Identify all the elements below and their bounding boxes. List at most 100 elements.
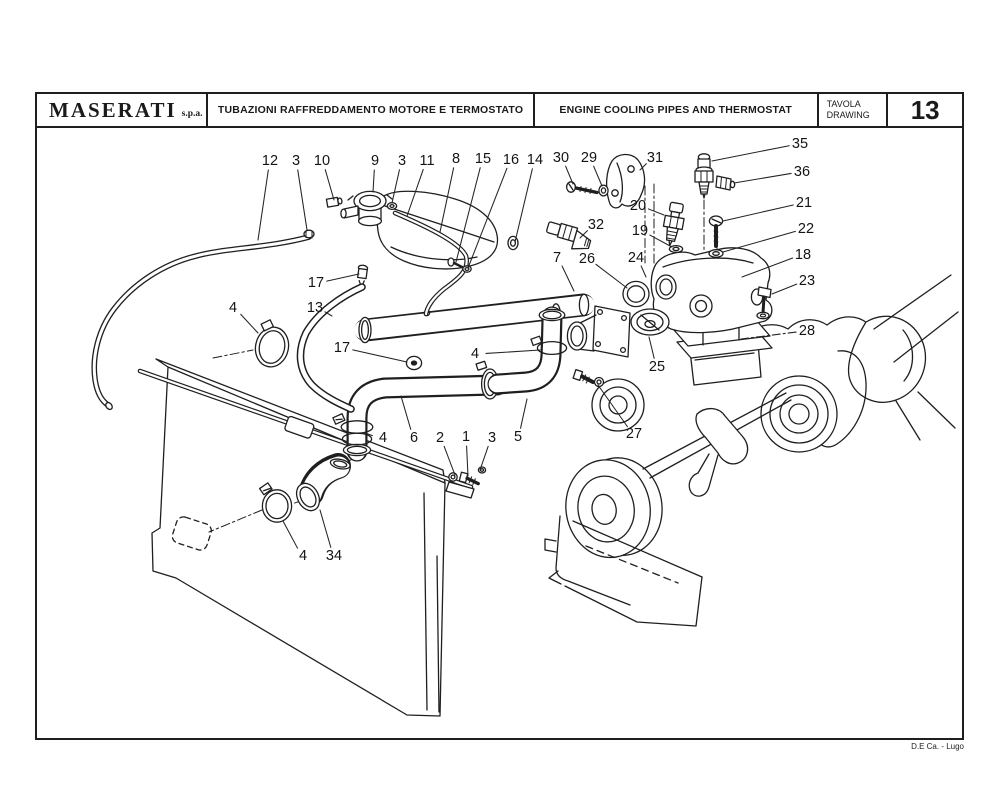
leader-line bbox=[593, 165, 603, 187]
title-block: MASERATI s.p.a. TUBAZIONI RAFFREDDAMENTO… bbox=[37, 94, 962, 128]
leader-line bbox=[514, 168, 533, 243]
engine-block-drawing bbox=[544, 274, 959, 627]
callout-13: 13 bbox=[307, 300, 323, 316]
tavola-cell: TAVOLA DRAWING bbox=[819, 94, 889, 126]
hose-13-drawing bbox=[254, 264, 423, 413]
leader-line bbox=[741, 257, 794, 278]
leader-line bbox=[649, 234, 673, 248]
leader-line bbox=[326, 273, 360, 282]
brand-cell: MASERATI s.p.a. bbox=[37, 94, 209, 126]
title-english-cell: ENGINE COOLING PIPES AND THERMOSTAT bbox=[535, 94, 819, 126]
callout-3: 3 bbox=[292, 153, 300, 169]
union-35 bbox=[694, 153, 714, 199]
leader-line bbox=[639, 163, 647, 171]
leader-line bbox=[319, 509, 332, 548]
callout-3: 3 bbox=[398, 153, 406, 169]
callout-28: 28 bbox=[799, 323, 815, 339]
leader-line bbox=[479, 445, 489, 471]
leader-line bbox=[597, 384, 629, 428]
callout-25: 25 bbox=[649, 359, 665, 375]
leader-line bbox=[561, 265, 575, 292]
leader-line bbox=[640, 265, 647, 278]
callout-18: 18 bbox=[795, 247, 811, 263]
callout-27: 27 bbox=[626, 426, 642, 442]
leader-line bbox=[467, 167, 508, 269]
callout-19: 19 bbox=[632, 223, 648, 239]
callout-6: 6 bbox=[410, 430, 418, 446]
leader-line bbox=[257, 169, 269, 241]
callout-36: 36 bbox=[794, 164, 810, 180]
callout-15: 15 bbox=[475, 151, 491, 167]
callout-17: 17 bbox=[334, 340, 350, 356]
callout-10: 10 bbox=[314, 153, 330, 169]
printer-credit: D.E Ca. - Lugo bbox=[911, 742, 964, 751]
callout-11: 11 bbox=[419, 153, 434, 169]
hose-34-drawing bbox=[258, 453, 351, 523]
callout-16: 16 bbox=[503, 152, 519, 168]
callout-3: 3 bbox=[488, 430, 496, 446]
callout-32: 32 bbox=[588, 217, 604, 233]
leader-line bbox=[372, 169, 375, 193]
brand-suffix: s.p.a. bbox=[181, 108, 203, 119]
leader-line bbox=[579, 230, 588, 239]
callout-1: 1 bbox=[462, 429, 470, 445]
bracket-31 bbox=[605, 153, 646, 209]
callout-23: 23 bbox=[799, 273, 815, 289]
title-italian: TUBAZIONI RAFFREDDAMENTO MOTORE E TERMOS… bbox=[217, 104, 524, 116]
hose-5-drawing bbox=[487, 306, 568, 395]
leader-line bbox=[485, 349, 541, 354]
pipe-bracket-fasteners bbox=[445, 466, 487, 499]
leader-line bbox=[391, 169, 400, 204]
sensor-32 bbox=[546, 221, 592, 250]
callout-8: 8 bbox=[452, 151, 460, 167]
plug-36 bbox=[715, 175, 736, 191]
leader-line bbox=[240, 313, 259, 334]
callout-24: 24 bbox=[628, 250, 644, 266]
callout-35: 35 bbox=[792, 136, 808, 152]
expansion-tank-drawing bbox=[91, 190, 519, 411]
leader-line bbox=[722, 204, 794, 222]
leader-line bbox=[439, 167, 455, 233]
leader-line bbox=[455, 167, 481, 263]
callout-29: 29 bbox=[581, 150, 597, 166]
callout-4: 4 bbox=[471, 346, 479, 362]
callout-31: 31 bbox=[647, 150, 663, 166]
leader-line bbox=[722, 230, 796, 253]
callout-22: 22 bbox=[798, 221, 814, 237]
brand-logo: MASERATI bbox=[49, 97, 177, 122]
leader-line bbox=[406, 168, 424, 217]
drawing-number-cell: 13 bbox=[888, 94, 962, 126]
callout-4: 4 bbox=[229, 300, 237, 316]
crank-pulley bbox=[565, 457, 663, 559]
title-italian-cell: TUBAZIONI RAFFREDDAMENTO MOTORE E TERMOS… bbox=[208, 94, 535, 126]
leader-line bbox=[282, 520, 299, 549]
sensor-20 bbox=[662, 201, 685, 247]
leader-line bbox=[648, 336, 655, 359]
callout-20: 20 bbox=[630, 198, 646, 214]
plate-frame: MASERATI s.p.a. TUBAZIONI RAFFREDDAMENTO… bbox=[35, 92, 964, 740]
callout-9: 9 bbox=[371, 153, 379, 169]
leader-line bbox=[364, 432, 373, 437]
leader-line bbox=[647, 208, 665, 216]
leader-line bbox=[740, 331, 797, 340]
drawing-number: 13 bbox=[910, 94, 940, 125]
callout-4: 4 bbox=[299, 548, 307, 564]
callout-21: 21 bbox=[796, 195, 812, 211]
callout-34: 34 bbox=[326, 548, 342, 564]
leader-line bbox=[466, 445, 469, 477]
callout-7: 7 bbox=[553, 250, 561, 266]
callout-2: 2 bbox=[436, 430, 444, 446]
leader-line bbox=[324, 169, 335, 201]
leader-line bbox=[443, 445, 456, 476]
leader-line bbox=[324, 311, 333, 317]
title-english: ENGINE COOLING PIPES AND THERMOSTAT bbox=[559, 104, 792, 116]
leader-line bbox=[520, 398, 528, 429]
leader-line bbox=[733, 172, 792, 184]
leader-line bbox=[595, 263, 628, 289]
callout-26: 26 bbox=[579, 251, 595, 267]
callout-5: 5 bbox=[514, 429, 522, 445]
thermostat-assembly-drawing bbox=[546, 153, 773, 386]
